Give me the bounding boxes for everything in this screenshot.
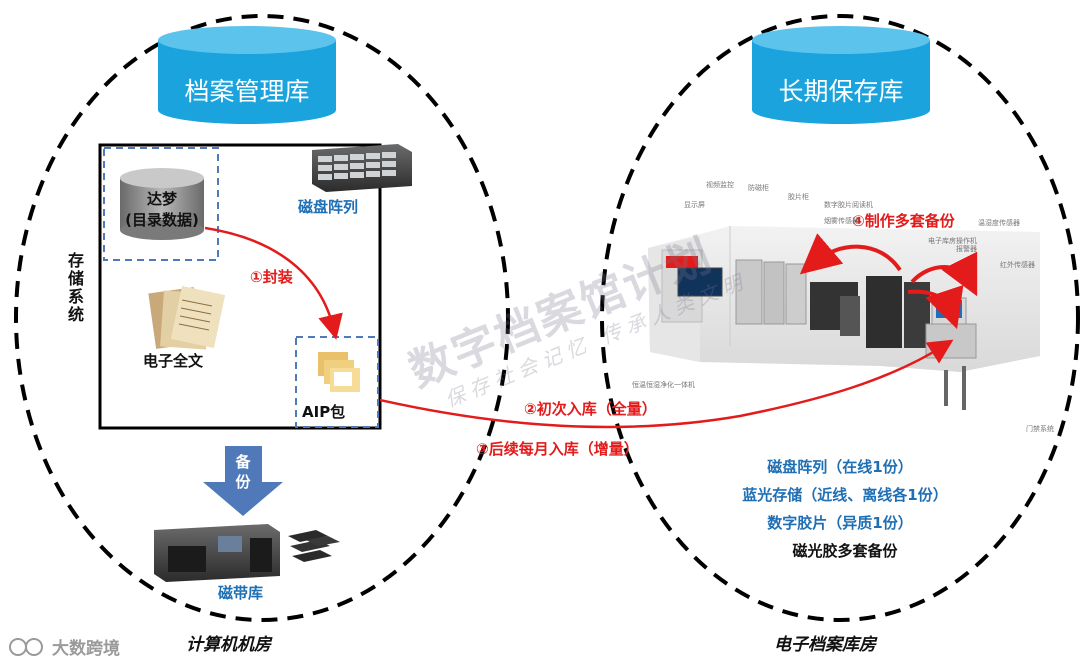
brand-logo-text: 大数跨境 (52, 639, 120, 659)
archive-db-label: 档案管理库 (184, 77, 310, 106)
left-room-boundary (14, 14, 510, 622)
storage-line-1: 磁盘阵列（在线1份） (767, 458, 913, 476)
room-callouts: 视频监控 防磁柜 胶片柜 数字胶片阅读机 显示屏 烟雾传感器 温湿度传感器 电子… (632, 180, 1060, 433)
dameng-cylinder (120, 168, 204, 240)
callout-display: 显示屏 (684, 201, 705, 209)
dameng-dashed-box (103, 147, 219, 261)
right-room-title: 电子档案库房 (774, 635, 876, 655)
dameng-label-line1: 达梦 (146, 190, 177, 208)
callout-cabinet: 防磁柜 (748, 184, 769, 192)
callout-purifier: 恒温恒湿净化一体机 (632, 381, 695, 389)
monthly-ingest-label: ③后续每月入库（增量） (476, 440, 639, 458)
callout-smoke-sensor: 烟雾传感器 (824, 217, 859, 225)
package-step-label: ①封装 (250, 268, 293, 286)
copies-step-label: ④制作多套备份 (852, 212, 955, 230)
longterm-db-cylinder (752, 26, 930, 124)
copy-arrow-3 (907, 284, 964, 330)
disk-array-label: 磁盘阵列 (298, 198, 359, 216)
aip-label: AIP包 (302, 403, 346, 421)
tape-cartridges (288, 530, 340, 562)
tape-library-device (154, 524, 280, 582)
copy-arrow-1 (799, 233, 902, 275)
document-papers (148, 286, 226, 350)
fulltext-label: 电子全文 (143, 352, 204, 370)
archive-db-cylinder (158, 26, 336, 124)
left-room-title: 计算机机房 (186, 635, 271, 655)
callout-ir-sensor: 红外传感器 (1000, 261, 1035, 269)
storage-system-box (98, 143, 382, 430)
dameng-label: 达梦 (目录数据) (112, 188, 212, 230)
storage-line-2: 蓝光存储（近线、离线各1份） (742, 486, 948, 504)
callout-operator: 电子库房操作机 (928, 237, 977, 245)
copy-arrow-2 (910, 251, 978, 297)
callout-humidity-sensor: 温湿度传感器 (978, 219, 1020, 227)
callout-film-reader: 数字胶片阅读机 (824, 201, 873, 209)
backup-arrow-label: 备份 (235, 453, 251, 491)
right-room-boundary (600, 14, 1080, 622)
brand-logo: 大数跨境 (8, 634, 120, 659)
callout-film-cabinet: 胶片柜 (788, 193, 809, 201)
backup-arrow (203, 446, 283, 516)
callout-video-monitor: 视频监控 (706, 181, 734, 189)
callout-alarm: 报警器 (956, 245, 977, 253)
package-arrow (204, 226, 343, 340)
callout-access: 门禁系统 (1026, 425, 1054, 433)
ingest-arrow (379, 339, 954, 429)
disk-array-device (312, 144, 412, 192)
storage-system-label: 存储系统 (65, 252, 84, 324)
storage-summary: 磁光胶多套备份 (792, 542, 898, 560)
storage-line-3: 数字胶片（异质1份） (767, 514, 913, 532)
longterm-db-label: 长期保存库 (778, 77, 904, 106)
dameng-label-line2: (目录数据) (125, 211, 199, 229)
brand-logo-icon (9, 637, 43, 656)
aip-package-icon (318, 352, 360, 392)
tape-label: 磁带库 (218, 584, 264, 602)
initial-ingest-label: ②初次入库（全量） (524, 400, 657, 418)
